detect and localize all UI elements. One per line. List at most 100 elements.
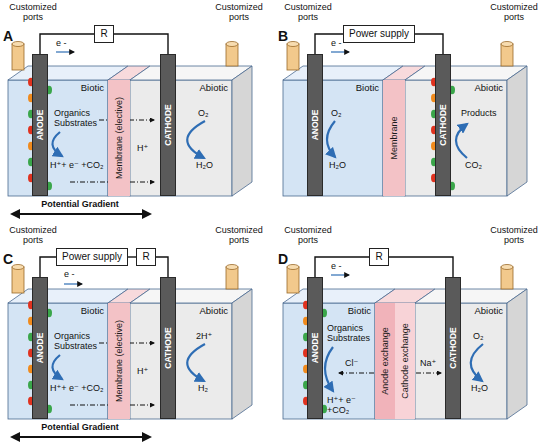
membrane: Membrane (elective) [108,80,130,196]
port-label: Customized ports [206,2,272,23]
top-face [130,289,252,303]
port-cap [12,265,24,270]
circuit-box: R [94,25,113,43]
cell-drawing [8,265,252,438]
port-tube [226,44,238,66]
reactant-label: 2H⁺ [196,331,212,341]
chamber-face [383,80,405,196]
circuit-wire [114,34,168,54]
chamber-text: Abiotic [199,82,228,93]
membrane: Membrane [383,80,405,196]
chamber-face [8,303,108,419]
chamber-face [130,303,232,419]
product-label: Products [461,108,497,118]
port-cap [501,42,513,47]
port-cap [287,265,299,270]
chamber-face [283,303,375,419]
port-label: Customized ports [2,2,64,23]
chamber: BioticANODE [283,80,383,196]
top-face [130,66,252,80]
chamber-face [415,303,507,419]
electrode-text: ANODE [310,333,320,364]
circuit-box-text: R [375,251,382,263]
chamber-text: Abiotic [474,305,503,316]
side-face [232,289,252,419]
electrode-text: CATHODE [163,104,173,145]
port-label: Customized ports [481,2,547,23]
circuit-wire [40,34,94,54]
port-cap [501,265,513,270]
chamber-text: Abiotic [474,82,503,93]
product-label: H₂O [329,160,346,170]
ion-arrow [339,373,374,374]
chamber-text: Biotic [81,305,104,316]
reaction-arrow [187,121,205,158]
port-cap [12,42,24,47]
cell-drawing [283,42,527,197]
circuit-wire [156,257,168,277]
circuit-wire [40,257,56,277]
circuit-box: Power supply [56,248,128,266]
top-face [8,66,128,80]
reactant-label: CO₂ [465,160,482,170]
port-label: Customized ports [277,225,339,246]
electrode: CATHODE [435,54,451,196]
chamber: AbioticCATHODE [130,303,232,419]
chamber-face [8,80,108,196]
electrode-text: CATHODE [438,104,448,145]
circuit-box-text: R [142,251,149,263]
port-cap [287,42,299,47]
electrode-text: ANODE [35,110,45,141]
cell-drawing [8,42,252,215]
circuit-wire [128,256,136,257]
chamber-face [405,80,507,196]
circuit-box-text: R [100,28,107,40]
circuit-wire [415,34,443,54]
electron-arrow [64,283,82,284]
electrode-text: CATHODE [163,327,173,368]
port-tube [12,267,24,293]
membrane-text: Anode exchange [380,327,390,395]
electron-label: e - [331,261,342,271]
port-label: Customized ports [206,225,272,246]
gradient-arrow [12,213,150,215]
electron-label: e - [64,269,75,279]
side-face [232,66,252,196]
product-label: H₂O [471,383,488,393]
reactant-label: O₂ [198,108,209,118]
electrode: CATHODE [160,277,176,419]
membrane-text: Membrane (elective) [114,97,124,179]
electrode: CATHODE [445,277,461,419]
electrode: ANODE [32,277,48,419]
circuit-box: R [369,248,388,266]
top-face [8,289,128,303]
ion-label: H⁺ [137,366,148,376]
chamber-face [375,303,415,419]
ion-label: Na⁺ [420,358,436,368]
electron-arrow [56,51,74,52]
reaction-arrow [327,121,335,157]
cell-drawing [283,265,527,420]
electron-label: e - [331,38,342,48]
electron-label: e - [56,38,67,48]
membrane: Anode exchange Cathode exchange [375,303,415,419]
circuit-wire [315,34,343,54]
chamber-face [283,80,383,196]
port-tube [501,267,513,289]
circuit-box: R [136,248,155,266]
substrate-label: Organics Substrates [54,331,104,352]
side-face [507,66,527,196]
panel-letter: C [3,251,13,267]
port-tube [501,44,513,66]
reaction-arrow [325,347,333,391]
ion-label: H⁺ [137,143,148,153]
reaction-arrow [456,124,467,158]
port-label: Customized ports [481,225,547,246]
electrode-text: ANODE [35,333,45,364]
panel-letter: B [278,28,288,44]
chamber: AbioticCATHODE [130,80,232,196]
membrane-text: Cathode exchange [400,323,410,399]
port-tube [287,44,299,70]
membrane-text: Membrane [389,116,399,159]
